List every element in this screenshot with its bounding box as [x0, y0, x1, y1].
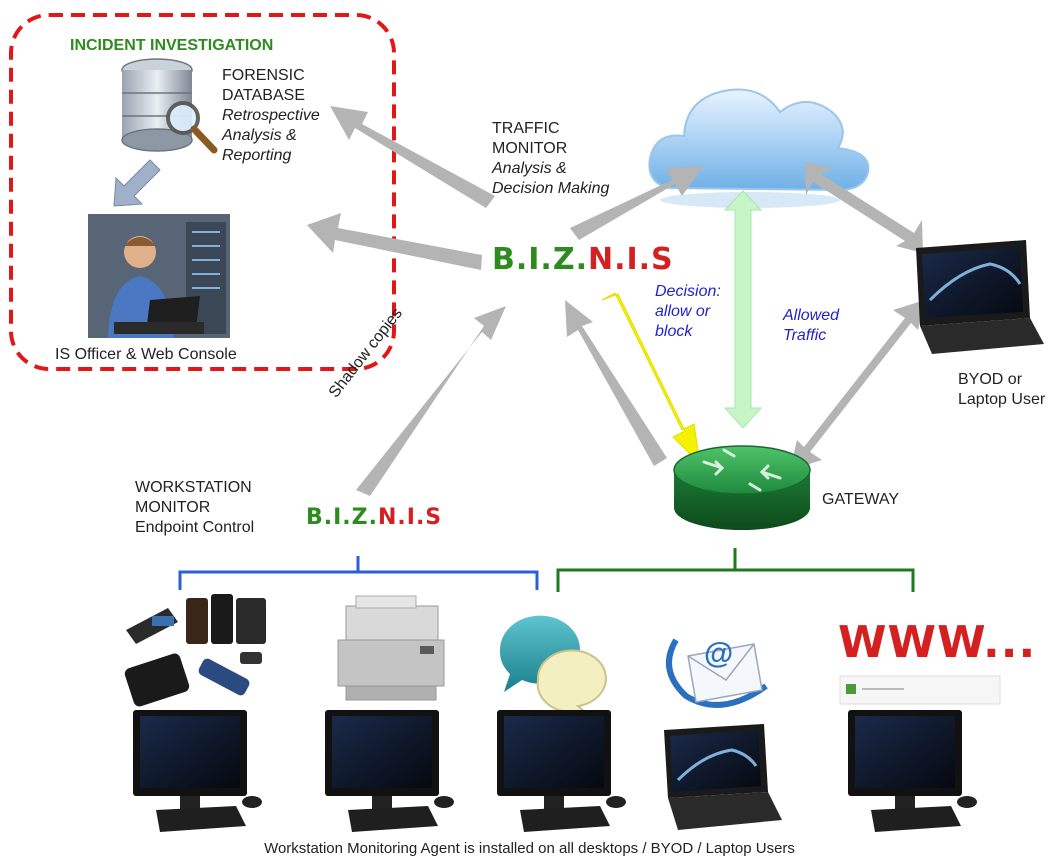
- arrow-shadow-copies: [356, 306, 506, 496]
- workstation-monitor-label-1: WORKSTATION: [135, 479, 252, 496]
- forensic-db-label-2: DATABASE: [222, 87, 305, 104]
- arrow-byod-gateway: [790, 300, 925, 470]
- arrow-cloud-byod: [805, 162, 923, 253]
- laptop-bottom: [664, 724, 782, 830]
- forensic-db-desc-1: Retrospective: [222, 107, 320, 124]
- byod-label-1: BYOD or: [958, 371, 1023, 388]
- db-to-officer-arrow: [113, 159, 161, 207]
- allowed-traffic-arrow: [723, 190, 763, 429]
- desktop-computer-2: [325, 710, 454, 832]
- flow-arrows: [307, 106, 925, 496]
- allowed-traffic-label-2: Traffic: [783, 327, 827, 344]
- database-icon: [121, 58, 218, 154]
- storage-devices-icon: [124, 594, 266, 707]
- is-officer-label: IS Officer & Web Console: [55, 346, 237, 363]
- decision-label-2: allow or: [655, 303, 711, 320]
- www-label: WWW...: [838, 617, 1037, 668]
- chat-bubbles-icon: [499, 615, 607, 719]
- incident-investigation-title: INCIDENT INVESTIGATION: [70, 37, 274, 54]
- byod-label-2: Laptop User: [958, 391, 1046, 408]
- biznis-logo-main: B.I.Z.N.I.S: [492, 242, 674, 277]
- traffic-monitor-desc-1: Analysis &: [492, 160, 567, 177]
- gateway-label: GATEWAY: [822, 491, 900, 508]
- workstation-monitor-label-3: Endpoint Control: [135, 519, 255, 536]
- byod-laptop-icon: [916, 240, 1044, 354]
- desktop-computer-1: [133, 710, 262, 832]
- arrow-to-forensic-db: [330, 106, 495, 208]
- blue-bracket: [178, 570, 539, 590]
- decision-label-1: Decision:: [655, 283, 721, 300]
- arrow-to-is-officer: [307, 213, 482, 270]
- desktop-computer-4: [848, 710, 977, 832]
- printer-icon: [337, 595, 445, 701]
- desktop-computer-3: [497, 710, 626, 832]
- allowed-traffic-label-1: Allowed: [783, 307, 840, 324]
- forensic-db-desc-3: Reporting: [222, 147, 292, 164]
- decision-label-3: block: [655, 323, 693, 340]
- forensic-db-desc-2: Analysis &: [222, 127, 297, 144]
- footer-caption: Workstation Monitoring Agent is installe…: [264, 840, 795, 857]
- green-bracket: [556, 568, 915, 592]
- gateway-router-icon: [673, 445, 811, 530]
- traffic-monitor-desc-2: Decision Making: [492, 180, 610, 197]
- arrow-gateway-to-biznis: [565, 300, 667, 466]
- arrow-to-cloud: [570, 166, 704, 240]
- traffic-monitor-label-2: MONITOR: [492, 140, 568, 157]
- forensic-db-label-1: FORENSIC: [222, 67, 305, 84]
- traffic-monitor-label-1: TRAFFIC: [492, 120, 560, 137]
- workstation-monitor-label-2: MONITOR: [135, 499, 211, 516]
- email-icon: [666, 638, 768, 708]
- is-officer-photo: [88, 214, 230, 338]
- email-at-symbol: @: [704, 637, 734, 670]
- biznis-logo-workstation: B.I.Z.N.I.S: [306, 505, 443, 530]
